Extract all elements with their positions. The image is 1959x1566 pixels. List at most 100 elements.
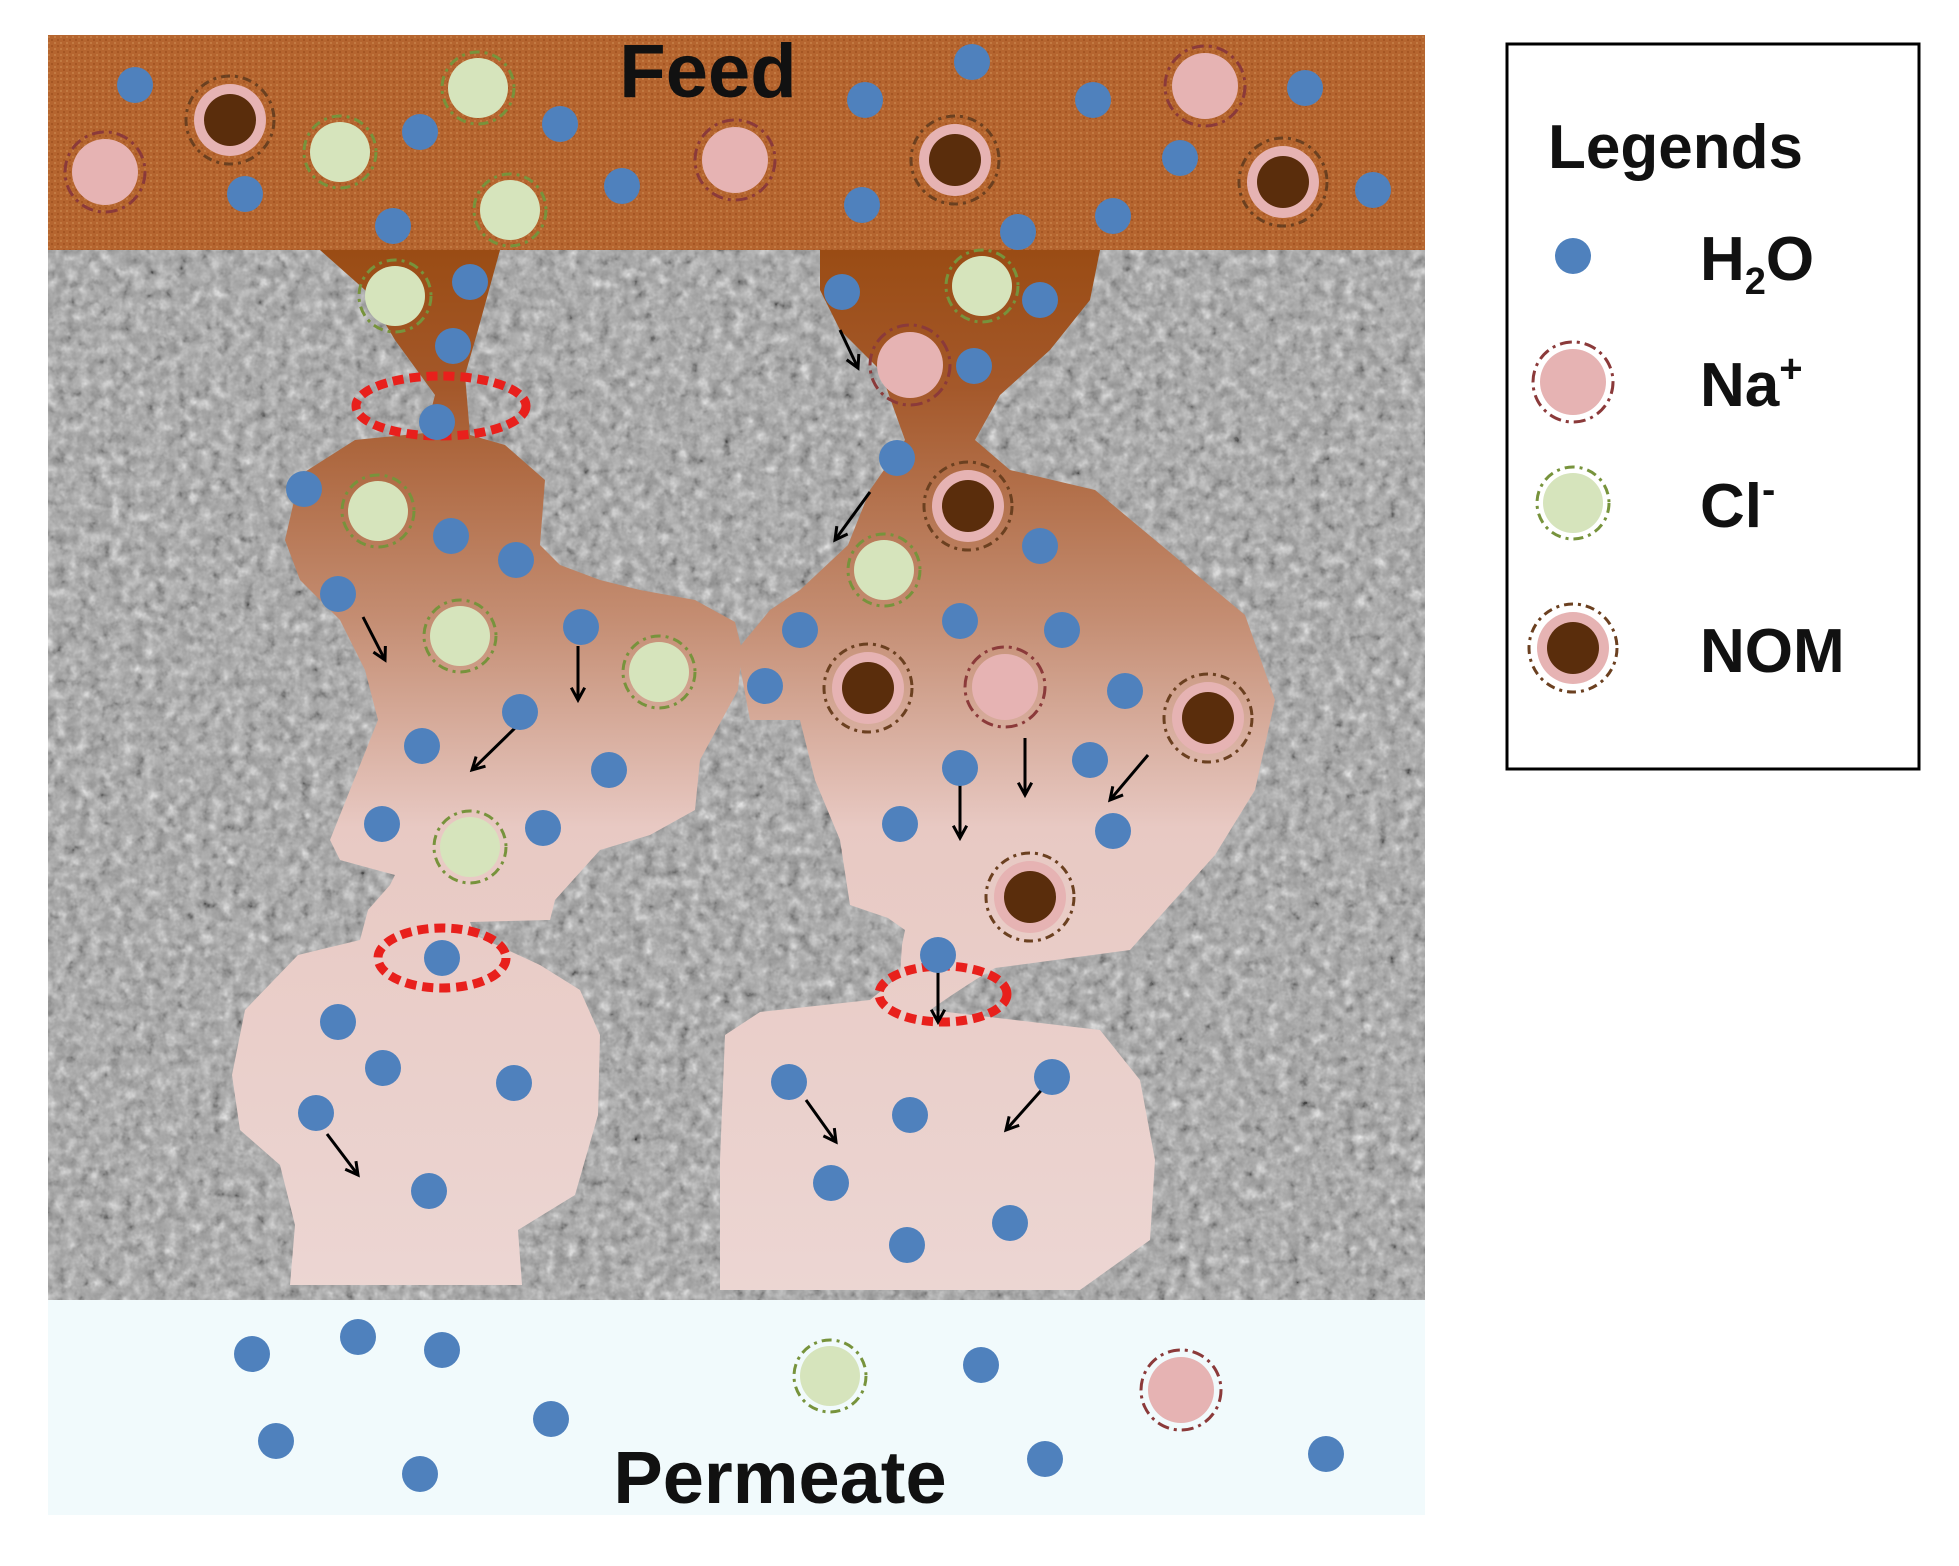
nom-particle bbox=[909, 114, 1001, 206]
h2o-particle bbox=[1044, 612, 1080, 648]
h2o-particle bbox=[563, 609, 599, 645]
h2o-particle bbox=[234, 1336, 270, 1372]
h2o-particle bbox=[771, 1064, 807, 1100]
h2o-particle bbox=[1000, 214, 1036, 250]
h2o-particle bbox=[1162, 140, 1198, 176]
h2o-particle bbox=[498, 542, 534, 578]
flow-arrow bbox=[951, 785, 969, 842]
h2o-particle bbox=[1027, 1441, 1063, 1477]
cl-particle bbox=[432, 809, 508, 885]
flow-arrow bbox=[469, 726, 517, 773]
legend-label-cl: Cl- bbox=[1700, 468, 1775, 541]
cl-particle bbox=[422, 598, 498, 674]
legend-label-base: H bbox=[1700, 225, 1745, 294]
flow-arrow bbox=[1107, 754, 1150, 803]
h2o-particle bbox=[365, 1050, 401, 1086]
flow-arrow bbox=[325, 1133, 360, 1178]
legend-label-tail: O bbox=[1766, 225, 1814, 294]
flow-arrow bbox=[929, 967, 947, 1026]
h2o-particle bbox=[892, 1097, 928, 1133]
h2o-particle bbox=[424, 940, 460, 976]
h2o-particle bbox=[452, 264, 488, 300]
h2o-particle bbox=[533, 1401, 569, 1437]
h2o-particle bbox=[433, 518, 469, 554]
na-particle bbox=[1163, 44, 1247, 128]
h2o-particle bbox=[1095, 813, 1131, 849]
permeate-label: Permeate bbox=[613, 1436, 946, 1519]
h2o-particle bbox=[286, 471, 322, 507]
h2o-particle bbox=[258, 1423, 294, 1459]
na-particle bbox=[1139, 1348, 1223, 1432]
legend-label-base: NOM bbox=[1700, 617, 1845, 686]
cl-particle bbox=[792, 1338, 868, 1414]
h2o-particle bbox=[992, 1205, 1028, 1241]
cl-particle bbox=[357, 258, 433, 334]
h2o-particle bbox=[813, 1165, 849, 1201]
h2o-particle bbox=[117, 67, 153, 103]
h2o-particle bbox=[525, 810, 561, 846]
h2o-particle bbox=[340, 1319, 376, 1355]
h2o-particle bbox=[963, 1347, 999, 1383]
h2o-particle bbox=[1095, 198, 1131, 234]
h2o-particle bbox=[942, 750, 978, 786]
na-particle bbox=[963, 645, 1047, 729]
h2o-particle bbox=[542, 106, 578, 142]
feed-label: Feed bbox=[619, 29, 796, 114]
cl-particle bbox=[340, 473, 416, 549]
legend-texts: H2O Na+ Cl- NOM bbox=[1700, 225, 1845, 686]
cl-particle bbox=[440, 50, 516, 126]
cl-particle bbox=[1535, 465, 1611, 541]
h2o-particle bbox=[747, 668, 783, 704]
h2o-particle bbox=[942, 603, 978, 639]
flow-arrow bbox=[569, 646, 587, 704]
legend-label-sup: + bbox=[1779, 347, 1802, 391]
flow-arrow bbox=[1003, 1084, 1048, 1133]
cl-particle bbox=[846, 532, 922, 608]
h2o-particle bbox=[298, 1095, 334, 1131]
legend-label-h2o: H2O bbox=[1700, 225, 1814, 303]
h2o-particle bbox=[782, 612, 818, 648]
flow-arrow bbox=[804, 1099, 838, 1145]
legend-label-nom: NOM bbox=[1700, 617, 1845, 686]
na-particle bbox=[1531, 340, 1615, 424]
flow-arrows bbox=[325, 329, 1150, 1178]
nom-particle bbox=[184, 74, 276, 166]
h2o-particle bbox=[604, 168, 640, 204]
h2o-particle bbox=[375, 208, 411, 244]
h2o-particle bbox=[320, 576, 356, 612]
legend-label-base: Na bbox=[1700, 351, 1780, 420]
h2o-particle bbox=[424, 1332, 460, 1368]
legend-label-sub: 2 bbox=[1745, 261, 1766, 303]
h2o-particle bbox=[847, 82, 883, 118]
legend-label-sup: - bbox=[1762, 468, 1775, 512]
constriction-marker bbox=[373, 923, 511, 993]
h2o-particle bbox=[920, 937, 956, 973]
h2o-particle bbox=[879, 440, 915, 476]
cl-particle bbox=[472, 172, 548, 248]
h2o-particle bbox=[889, 1227, 925, 1263]
h2o-particle bbox=[1075, 82, 1111, 118]
na-particle bbox=[868, 323, 952, 407]
cl-particle bbox=[302, 114, 378, 190]
nom-particle bbox=[1237, 136, 1329, 228]
pore-channel-right bbox=[720, 250, 1275, 1290]
h2o-particle bbox=[591, 752, 627, 788]
h2o-particle bbox=[402, 114, 438, 150]
nom-particle bbox=[1527, 602, 1619, 694]
nom-particle bbox=[922, 460, 1014, 552]
flow-arrow bbox=[838, 329, 861, 371]
nom-particle bbox=[1162, 672, 1254, 764]
h2o-particle bbox=[402, 1456, 438, 1492]
h2o-particle bbox=[411, 1173, 447, 1209]
h2o-particle bbox=[1287, 70, 1323, 106]
h2o-particle bbox=[954, 44, 990, 80]
cl-particle bbox=[621, 634, 697, 710]
h2o-particle bbox=[1355, 172, 1391, 208]
legend-icons bbox=[1527, 238, 1619, 694]
h2o-particle bbox=[404, 728, 440, 764]
particles bbox=[63, 44, 1391, 1492]
h2o-particle bbox=[844, 187, 880, 223]
h2o-particle bbox=[435, 328, 471, 364]
